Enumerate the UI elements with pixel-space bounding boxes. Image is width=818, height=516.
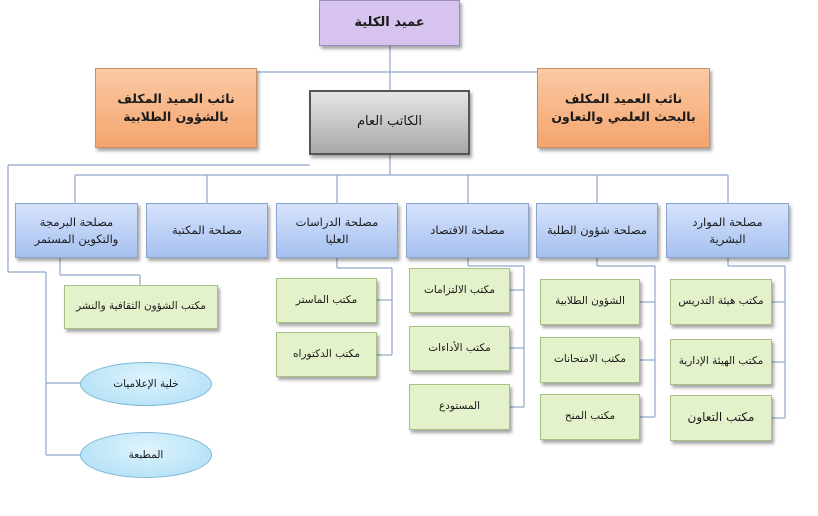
it-cell-ellipse: خلية الإعلاميات xyxy=(80,362,212,406)
service-label: مصلحة البرمجة والتكوين المستمر xyxy=(34,214,119,246)
office-master: مكتب الماستر xyxy=(276,278,377,323)
service-label: مصلحة الموارد البشرية xyxy=(692,214,763,246)
office-label: المستودع xyxy=(438,400,481,413)
office-label: مكتب الامتحانات xyxy=(554,353,626,366)
dean-box: عميد الكلية xyxy=(319,0,460,46)
office-student-affairs: الشؤون الطلابية xyxy=(540,279,640,325)
secretary-general-label: الكاتب العام xyxy=(356,114,423,130)
office-teaching-staff: مكتب هيئة التدريس xyxy=(670,279,772,325)
office-label: مكتب التعاون xyxy=(687,410,755,425)
service-human-resources: مصلحة الموارد البشرية xyxy=(666,203,789,258)
office-doctorate: مكتب الدكتوراه xyxy=(276,332,377,377)
service-economy: مصلحة الاقتصاد xyxy=(406,203,529,258)
ellipse-label: المطبعة xyxy=(128,449,164,461)
office-grants: مكتب المنح xyxy=(540,394,640,440)
service-library: مصلحة المكتبة xyxy=(146,203,268,258)
office-label: مكتب الأداءات xyxy=(428,341,491,354)
office-cooperation: مكتب التعاون xyxy=(670,395,772,441)
office-label: مكتب الماستر xyxy=(295,293,358,306)
deputy-student-affairs-label: نائب العميد المكلف بالشؤون الطلابية xyxy=(117,90,235,124)
office-label: الشؤون الطلابية xyxy=(555,295,625,308)
office-warehouse: المستودع xyxy=(409,384,510,430)
ellipse-label: خلية الإعلاميات xyxy=(113,378,179,390)
office-label: مكتب الالتزامات xyxy=(424,283,495,296)
dean-label: عميد الكلية xyxy=(354,14,425,30)
deputy-research-box: نائب العميد المكلف بالبحث العلمي والتعاو… xyxy=(537,68,710,148)
printing-ellipse: المطبعة xyxy=(80,432,212,478)
service-label: مصلحة شؤون الطلبة xyxy=(547,223,647,238)
service-graduate-studies: مصلحة الدراسات العليا xyxy=(276,203,398,258)
deputy-student-affairs-box: نائب العميد المكلف بالشؤون الطلابية xyxy=(95,68,257,148)
office-label: مكتب الشؤون الثقافية والنشر xyxy=(76,300,206,313)
office-admin-staff: مكتب الهيئة الإدارية xyxy=(670,339,772,385)
office-label: مكتب هيئة التدريس xyxy=(678,295,764,308)
office-payments: مكتب الأداءات xyxy=(409,326,510,371)
deputy-research-label: نائب العميد المكلف بالبحث العلمي والتعاو… xyxy=(551,90,696,124)
office-label: مكتب الهيئة الإدارية xyxy=(678,355,764,368)
secretary-general-box: الكاتب العام xyxy=(309,90,470,155)
service-label: مصلحة الاقتصاد xyxy=(430,223,505,238)
office-label: مكتب الدكتوراه xyxy=(293,347,360,360)
office-culture-publishing: مكتب الشؤون الثقافية والنشر xyxy=(64,285,218,329)
office-label: مكتب المنح xyxy=(564,410,616,423)
service-label: مصلحة الدراسات العليا xyxy=(295,214,379,246)
office-commitments: مكتب الالتزامات xyxy=(409,268,510,313)
office-exams: مكتب الامتحانات xyxy=(540,337,640,383)
service-label: مصلحة المكتبة xyxy=(172,223,242,238)
service-student-affairs: مصلحة شؤون الطلبة xyxy=(536,203,658,258)
service-programming-training: مصلحة البرمجة والتكوين المستمر xyxy=(15,203,138,258)
